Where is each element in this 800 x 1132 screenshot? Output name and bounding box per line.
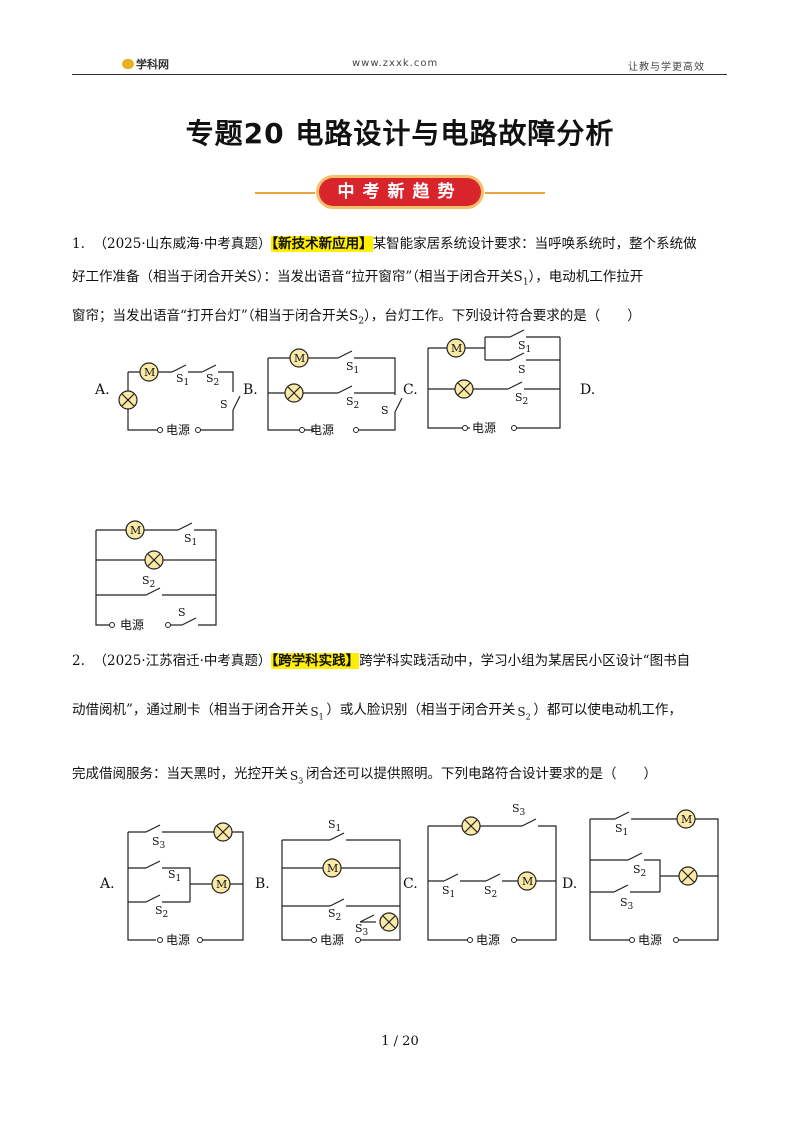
motor-label: M (144, 366, 155, 379)
switch-label: S2 (484, 884, 497, 900)
q2-option-c[interactable]: C. (403, 876, 418, 892)
q2-line1: 2. （2025·江苏宿迁·中考真题）【跨学科实践】跨学科实践活动中，学习小组为… (72, 653, 691, 669)
section-banner: 中考新趋势 (255, 178, 545, 208)
power-label: 电源 (310, 423, 334, 437)
q2-circuit-c (427, 818, 557, 941)
lamp-icon (461, 816, 481, 836)
switch-label: S2 (633, 863, 646, 879)
switch-label: S2 (206, 372, 219, 388)
switch-label: S1 (518, 339, 531, 355)
banner-label: 中考新趋势 (319, 178, 481, 206)
motor-label: M (216, 878, 227, 891)
lamp-icon (454, 379, 474, 399)
q2-circuit-b (281, 832, 401, 941)
switch-label: S2 (328, 907, 341, 923)
switch-label: S1 (328, 818, 341, 834)
switch-label: S1 (615, 822, 628, 838)
q1-option-b[interactable]: B. (243, 382, 258, 398)
power-label: 电源 (472, 421, 496, 435)
page-header: 学科网 www.zxxk.com 让教与学更高效 (72, 54, 727, 75)
q2-circuit-a (127, 824, 244, 941)
q2-option-d[interactable]: D. (562, 876, 578, 892)
switch-label: S (220, 398, 228, 411)
switch-label: S (178, 606, 186, 619)
lamp-icon (379, 912, 399, 932)
site-slogan: 让教与学更高效 (628, 62, 705, 73)
lamp-icon (213, 822, 233, 842)
q1-circuit-b (267, 350, 403, 431)
banner-line-right (485, 192, 545, 194)
motor-label: M (451, 342, 462, 355)
switch-label: S2 (346, 395, 359, 411)
power-label: 电源 (638, 933, 662, 947)
q1-line3: 窗帘；当发出语音“打开台灯”（相当于闭合开关S2），台灯工作。下列设计符合要求的… (72, 307, 641, 327)
switch-label: S3 (620, 896, 634, 912)
power-label: 电源 (166, 933, 190, 947)
site-url: www.zxxk.com (352, 58, 439, 69)
switch-label: S1 (346, 360, 359, 376)
power-label: 电源 (476, 933, 500, 947)
q1-circuit-d (95, 522, 217, 626)
q2-option-b[interactable]: B. (255, 876, 270, 892)
power-label: 电源 (320, 933, 344, 947)
q2-circuit-d (589, 811, 719, 941)
motor-label: M (522, 875, 533, 888)
q1-circuit-c (427, 329, 561, 429)
switch-label: S1 (176, 372, 189, 388)
power-label: 电源 (166, 423, 190, 437)
lamp-icon (118, 390, 138, 410)
q1-option-d[interactable]: D. (580, 382, 596, 398)
lamp-icon (678, 866, 698, 886)
q2-tag: 【跨学科实践】 (271, 653, 360, 669)
switch-label: S1 (442, 884, 455, 900)
switch-label: S2 (155, 904, 168, 920)
motor-label: M (681, 813, 692, 826)
q1-tag: 【新技术新应用】 (271, 236, 373, 252)
page-number: 1 / 20 (381, 1034, 419, 1049)
motor-label: M (327, 862, 338, 875)
q1-line1: 1. （2025·山东威海·中考真题）【新技术新应用】某智能家居系统设计要求：当… (72, 236, 697, 252)
switch-label: S3 (512, 802, 526, 818)
switch-label: S2 (142, 574, 155, 590)
question-1: 1. （2025·山东威海·中考真题）【新技术新应用】某智能家居系统设计要求：当… (72, 228, 732, 338)
switch-label: S2 (515, 391, 528, 407)
q1-line2: 好工作准备（相当于闭合开关S）：当发出语音“拉开窗帘”（相当于闭合开关S1），电… (72, 269, 644, 288)
lamp-icon (284, 383, 304, 403)
switch-label: S (381, 404, 389, 417)
site-logo: 学科网 (122, 56, 169, 72)
power-label: 电源 (120, 618, 144, 632)
switch-label: S1 (168, 868, 181, 884)
q2-option-a[interactable]: A. (100, 876, 115, 892)
q1-option-c[interactable]: C. (403, 382, 418, 398)
page-title: 专题20 电路设计与电路故障分析 (185, 117, 615, 150)
switch-label: S (518, 363, 526, 376)
logo-text: 学科网 (136, 58, 169, 71)
lamp-icon (144, 550, 164, 570)
q1-option-a[interactable]: A. (95, 382, 110, 398)
motor-label: M (294, 352, 305, 365)
logo-icon (122, 59, 134, 69)
q1-circuit-a (127, 364, 241, 431)
question-2: 2. （2025·江苏宿迁·中考真题）【跨学科实践】跨学科实践活动中，学习小组为… (72, 645, 732, 678)
motor-label: M (130, 524, 141, 537)
switch-label: S3 (152, 835, 166, 851)
switch-label: S1 (184, 532, 197, 548)
switch-label: S3 (355, 922, 369, 938)
banner-line-left (255, 192, 315, 194)
